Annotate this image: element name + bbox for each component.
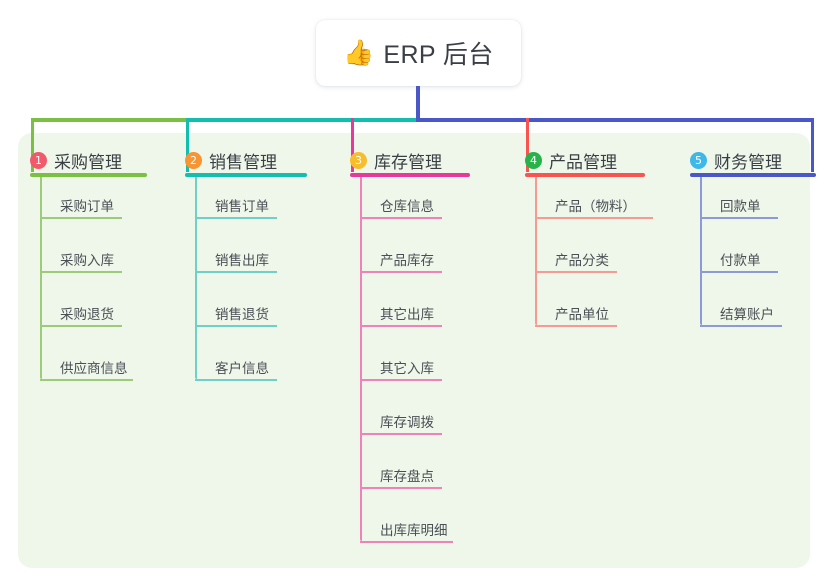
leaf-node-label: 回款单: [720, 199, 761, 214]
leaf-node-underline: [40, 379, 133, 381]
branch-column-产品管理: 4 产品管理产品（物料） 产品分类产品单位: [525, 143, 653, 327]
leaf-node-underline: [535, 325, 617, 327]
leaf-node-label: 客户信息: [215, 361, 269, 376]
branch-title-label: 库存管理: [374, 152, 442, 172]
leaf-node-label: 产品单位: [555, 307, 609, 322]
branch-column-财务管理: 5 财务管理回款单付款单结算账户: [690, 143, 816, 327]
leaf-node-label: 产品分类: [555, 253, 609, 268]
root-stem-connector: [416, 86, 420, 122]
branch-header-underline: [525, 173, 645, 177]
leaf-node-label: 销售订单: [215, 199, 269, 214]
branch-header-3[interactable]: 3 库存管理: [350, 143, 470, 177]
branch-header-2[interactable]: 2 销售管理: [185, 143, 307, 177]
leaf-node-label: 采购入库: [60, 253, 114, 268]
leaf-node-label: 产品（物料）: [555, 199, 636, 214]
leaf-node-underline: [40, 271, 122, 273]
leaf-node-underline: [360, 271, 442, 273]
leaf-node-label: 销售退货: [215, 307, 269, 322]
branch-header-5[interactable]: 5 财务管理: [690, 143, 816, 177]
leaf-node-underline: [700, 271, 778, 273]
leaf-node-label: 销售出库: [215, 253, 269, 268]
leaf-node-label: 付款单: [720, 253, 761, 268]
leaf-node-underline: [360, 541, 453, 543]
branch-index-badge: 2: [185, 151, 202, 169]
branch-stem: [40, 177, 42, 379]
trunk-segment-1: [32, 118, 187, 122]
leaf-node-label: 仓库信息: [380, 199, 434, 214]
branch-index-badge: 4: [525, 151, 542, 169]
leaf-node-underline: [40, 217, 122, 219]
branch-drop-1: [31, 118, 34, 172]
branch-index-badge: 5: [690, 151, 707, 169]
leaf-node-label: 库存盘点: [380, 469, 434, 484]
leaf-node-label: 其它出库: [380, 307, 434, 322]
branch-drop-5: [811, 118, 814, 172]
leaf-node-underline: [360, 433, 442, 435]
branch-header-underline: [185, 173, 307, 177]
trunk-segment-3: [416, 118, 812, 122]
leaf-node-label: 其它入库: [380, 361, 434, 376]
branch-title-label: 产品管理: [549, 152, 617, 172]
root-node-erp-backend[interactable]: 👍 ERP 后台: [316, 20, 521, 86]
leaf-node-underline: [535, 271, 617, 273]
leaf-node-underline: [360, 217, 442, 219]
diagram-background-panel: [18, 133, 810, 568]
leaf-node-underline: [700, 325, 782, 327]
thumbs-up-icon: 👍: [343, 38, 375, 67]
leaf-node-label: 采购退货: [60, 307, 114, 322]
branch-title-label: 采购管理: [54, 152, 122, 172]
leaf-node-label: 库存调拨: [380, 415, 434, 430]
leaf-node-underline: [535, 217, 653, 219]
branch-column-采购管理: 1 采购管理采购订单采购入库采购退货供应商信息: [30, 143, 147, 381]
branch-drop-3: [351, 118, 354, 172]
leaf-node-label: 出库库明细: [380, 523, 448, 538]
branch-stem: [360, 177, 362, 541]
leaf-node-underline: [700, 217, 778, 219]
leaf-node-underline: [360, 379, 442, 381]
branch-stem: [700, 177, 702, 325]
branch-header-1[interactable]: 1 采购管理: [30, 143, 147, 177]
branch-index-badge: 1: [30, 151, 47, 169]
root-node-label: ERP 后台: [383, 41, 494, 69]
branch-stem: [535, 177, 537, 325]
branch-index-badge: 3: [350, 151, 367, 169]
leaf-node-underline: [195, 325, 277, 327]
branch-title-label: 财务管理: [714, 152, 782, 172]
leaf-node-label: 供应商信息: [60, 361, 128, 376]
branch-drop-4: [526, 118, 529, 172]
branch-column-销售管理: 2 销售管理销售订单销售出库销售退货客户信息: [185, 143, 307, 381]
branch-header-underline: [350, 173, 470, 177]
branch-header-underline: [30, 173, 147, 177]
branch-stem: [195, 177, 197, 379]
leaf-node-underline: [195, 379, 277, 381]
branch-header-underline: [690, 173, 816, 177]
trunk-segment-2: [187, 118, 416, 122]
leaf-node-underline: [195, 271, 277, 273]
branch-title-label: 销售管理: [209, 152, 277, 172]
branch-header-4[interactable]: 4 产品管理: [525, 143, 645, 177]
leaf-node-underline: [360, 325, 442, 327]
leaf-node-label: 产品库存: [380, 253, 434, 268]
leaf-node-underline: [360, 487, 442, 489]
leaf-node-label: 结算账户: [720, 307, 774, 322]
leaf-node-underline: [195, 217, 277, 219]
branch-column-库存管理: 3 库存管理仓库信息产品库存其它出库其它入库库存调拨库存盘点出库库明细: [350, 143, 470, 543]
branch-drop-2: [186, 118, 189, 172]
leaf-node-label: 采购订单: [60, 199, 114, 214]
leaf-node-underline: [40, 325, 122, 327]
